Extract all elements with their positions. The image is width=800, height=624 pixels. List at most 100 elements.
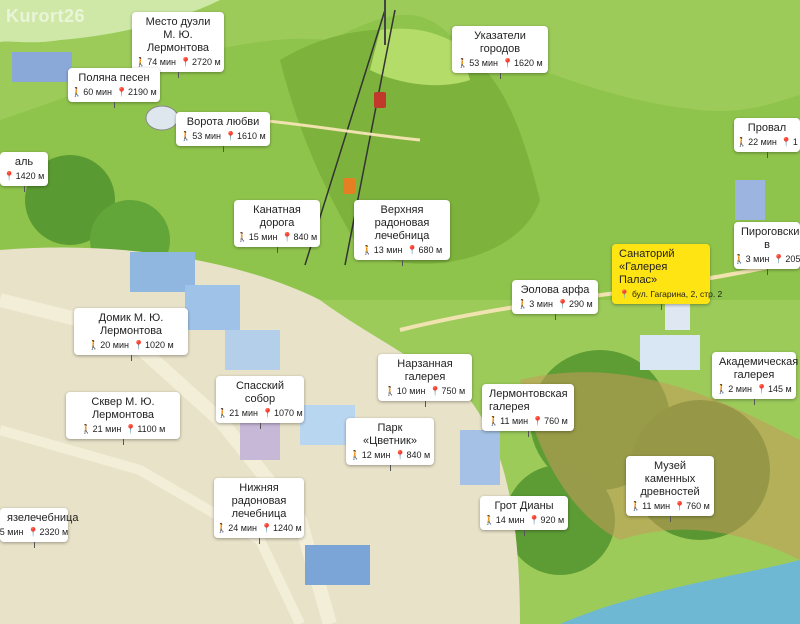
poi-dist: 290 м — [569, 299, 593, 309]
pin-icon: 📍 — [225, 131, 237, 141]
pin-icon: 📍 — [532, 416, 544, 426]
poi-walk: 21 мин — [229, 408, 258, 418]
poi-dist: 205 — [785, 254, 800, 264]
pin-icon: 📍 — [406, 245, 418, 255]
poi-nizhnyaya[interactable]: Нижняя радоновая лечебница 🚶24 мин📍1240 … — [214, 478, 304, 544]
poi-name: Эолова арфа — [520, 284, 590, 296]
poi-walk: 12 мин — [361, 450, 391, 460]
pin-icon: 📍 — [429, 386, 441, 396]
poi-park[interactable]: Парк «Цветник» 🚶12 мин📍840 м — [346, 418, 434, 471]
poi-name: Нарзанная галерея — [397, 358, 453, 383]
walk-icon: 🚶 — [216, 523, 228, 533]
poi-vorota[interactable]: Ворота любви 🚶53 мин 📍1610 м — [176, 112, 270, 152]
pin-icon: 📍 — [528, 515, 540, 525]
poi-dist: 760 м — [544, 416, 568, 426]
poi-polyana[interactable]: Поляна песен 🚶60 мин📍2190 м — [68, 68, 160, 108]
walk-icon: 🚶 — [733, 254, 745, 264]
poi-narzannaya[interactable]: Нарзанная галерея 🚶10 мин📍750 м — [378, 354, 472, 407]
poi-mesto-dueli[interactable]: Место дуэли М. Ю. Лермонтова 🚶74 мин📍272… — [132, 12, 224, 78]
poi-dist: 840 м — [293, 232, 318, 242]
poi-walk: 5 мин — [0, 527, 24, 537]
walk-icon: 🚶 — [384, 386, 397, 396]
pin-icon: 📍 — [261, 523, 273, 533]
walk-icon: 🚶 — [349, 450, 362, 460]
poi-dist: 680 м — [418, 245, 443, 255]
poi-dist: 2190 м — [128, 87, 157, 97]
poi-dist: 1100 м — [137, 424, 166, 434]
poi-dist: 1610 м — [237, 131, 266, 141]
poi-dist: 2320 м — [39, 527, 69, 537]
poi-name: Указатели городов — [474, 30, 526, 55]
poi-name: Канатная дорога — [253, 204, 301, 229]
pin-icon: 📍 — [180, 57, 192, 67]
poi-spassky[interactable]: Спасский собор 🚶21 мин📍1070 м — [216, 376, 304, 429]
walk-icon: 🚶 — [716, 384, 728, 394]
poi-name: Сквер М. Ю. Лермонтова — [91, 396, 155, 421]
poi-grot[interactable]: Грот Дианы 🚶14 мин📍920 м — [480, 496, 568, 536]
poi-walk: 14 мин — [495, 515, 525, 525]
poi-akademicheskaya[interactable]: Академическая галерея 🚶2 мин📍145 м — [712, 352, 799, 405]
walk-icon: 🚶 — [135, 57, 147, 67]
walk-icon: 🚶 — [630, 501, 642, 511]
poi-eolova[interactable]: Эолова арфа 🚶3 мин 📍290 м — [512, 280, 598, 320]
hotel-card[interactable]: Санаторий «Галерея Палас» 📍 бул. Гагарин… — [612, 244, 722, 310]
walk-icon: 🚶 — [217, 408, 229, 418]
walk-icon: 🚶 — [236, 232, 249, 242]
walk-icon: 🚶 — [80, 424, 92, 434]
poi-name: Лермонтовская галерея — [489, 388, 568, 413]
poi-name: Музей каменных древностей — [640, 460, 700, 498]
poi-name: Провал — [747, 122, 787, 134]
pin-icon: 📍 — [394, 450, 406, 460]
poi-left-edge[interactable]: аль 📍1420 м — [0, 152, 48, 192]
poi-dist: 760 м — [686, 501, 710, 511]
poi-dist: 920 м — [540, 515, 565, 525]
walk-icon: 🚶 — [361, 245, 373, 255]
walk-icon: 🚶 — [517, 299, 529, 309]
poi-verhnyaya[interactable]: Верхняя радоновая лечебница 🚶13 мин📍680 … — [354, 200, 450, 266]
poi-lermontovskaya[interactable]: Лермонтовская галерея 🚶11 мин📍760 м — [482, 384, 574, 437]
poi-dist: 145 м — [768, 384, 792, 394]
poi-skver[interactable]: Сквер М. Ю. Лермонтова 🚶21 мин📍1100 м — [66, 392, 180, 445]
walk-icon: 🚶 — [88, 340, 100, 350]
poi-kanatnaya[interactable]: Канатная дорога 🚶15 мин📍840 м — [234, 200, 320, 253]
poi-domik[interactable]: Домик М. Ю. Лермонтова 🚶20 мин📍1020 м — [74, 308, 188, 361]
poi-dist: 2720 м — [192, 57, 221, 67]
poi-grazelechebnitsa[interactable]: язелечебница 5 мин📍2320 м — [0, 508, 79, 548]
poi-walk: 3 мин — [529, 299, 553, 309]
poi-walk: 2 мин — [728, 384, 752, 394]
poi-ukazateli[interactable]: Указатели городов 🚶53 мин📍1620 м — [452, 26, 548, 79]
poi-name: Ворота любви — [186, 116, 260, 128]
walk-icon: 🚶 — [483, 515, 496, 525]
pin-icon: 📍 — [773, 254, 785, 264]
poi-walk: 11 мин — [500, 416, 529, 426]
pin-icon: 📍 — [557, 299, 569, 309]
poi-name: Домик М. Ю. Лермонтова — [98, 312, 164, 337]
walk-icon: 🚶 — [180, 131, 192, 141]
pin-icon: 📍 — [780, 137, 793, 147]
walk-icon: 🚶 — [457, 58, 469, 68]
poi-dist: 1420 м — [15, 171, 45, 181]
poi-walk: 3 мин — [745, 254, 770, 264]
poi-walk: 53 мин — [192, 131, 221, 141]
poi-name: Верхняя радоновая лечебница — [374, 204, 430, 242]
poi-name: аль — [14, 156, 34, 168]
poi-dist: 1020 м — [144, 340, 174, 350]
poi-proval[interactable]: Провал 🚶22 мин📍1 — [734, 118, 800, 158]
pin-icon: 📍 — [619, 289, 630, 299]
poi-walk: 74 мин — [147, 57, 176, 67]
pin-icon: 📍 — [125, 424, 137, 434]
poi-walk: 13 мин — [373, 245, 403, 255]
poi-dist: 1 — [792, 137, 798, 147]
pin-icon: 📍 — [502, 58, 514, 68]
poi-name: Академическая галерея — [719, 356, 799, 381]
poi-pirogovskie[interactable]: Пироговские в 🚶3 мин📍205 — [733, 222, 800, 275]
poi-dist: 840 м — [406, 450, 431, 460]
poi-name: язелечебница — [7, 512, 79, 524]
poi-walk: 21 мин — [92, 424, 122, 434]
pin-icon: 📍 — [3, 171, 15, 181]
poi-muzey[interactable]: Музей каменных древностей 🚶11 мин📍760 м — [626, 456, 714, 522]
poi-walk: 22 мин — [748, 137, 777, 147]
pin-icon: 📍 — [27, 527, 39, 537]
hotel-address: бул. Гагарина, 2, стр. 2 — [631, 289, 723, 299]
